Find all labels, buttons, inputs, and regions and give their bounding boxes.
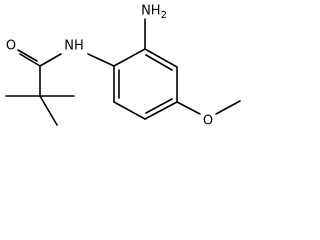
- bond-ring-5: [113, 101, 146, 120]
- bond-carbonyl-double-outer: [19, 53, 41, 67]
- methoxy-oxygen-label: O: [203, 114, 213, 129]
- bond-ring-1: [113, 48, 146, 67]
- bond-ring-4: [144, 101, 178, 120]
- bond-carbonyl-double-inner: [17, 49, 38, 62]
- bond-layer: [5, 18, 241, 126]
- bond-ring-2-inner: [145, 54, 173, 71]
- atom-label-layer: O NH NH2 O: [6, 4, 213, 129]
- amide-nitrogen-label: NH: [64, 39, 84, 54]
- bond-amide-n-to-ring: [87, 53, 115, 67]
- bond-methoxy-o-to-methyl: [215, 100, 241, 115]
- bond-quaternary-c-to-methyl-bottom: [39, 95, 58, 126]
- chemical-structure-diagram: O NH NH2 O: [5, 4, 241, 129]
- bond-ring-to-methoxy-o: [176, 101, 201, 115]
- amine-group-label: NH2: [141, 4, 167, 21]
- bond-ring-2: [144, 48, 178, 68]
- bond-ring-4-inner: [145, 98, 173, 114]
- bond-carbonyl-c-to-amide-n: [39, 53, 62, 67]
- amide-oxygen-label: O: [6, 39, 16, 54]
